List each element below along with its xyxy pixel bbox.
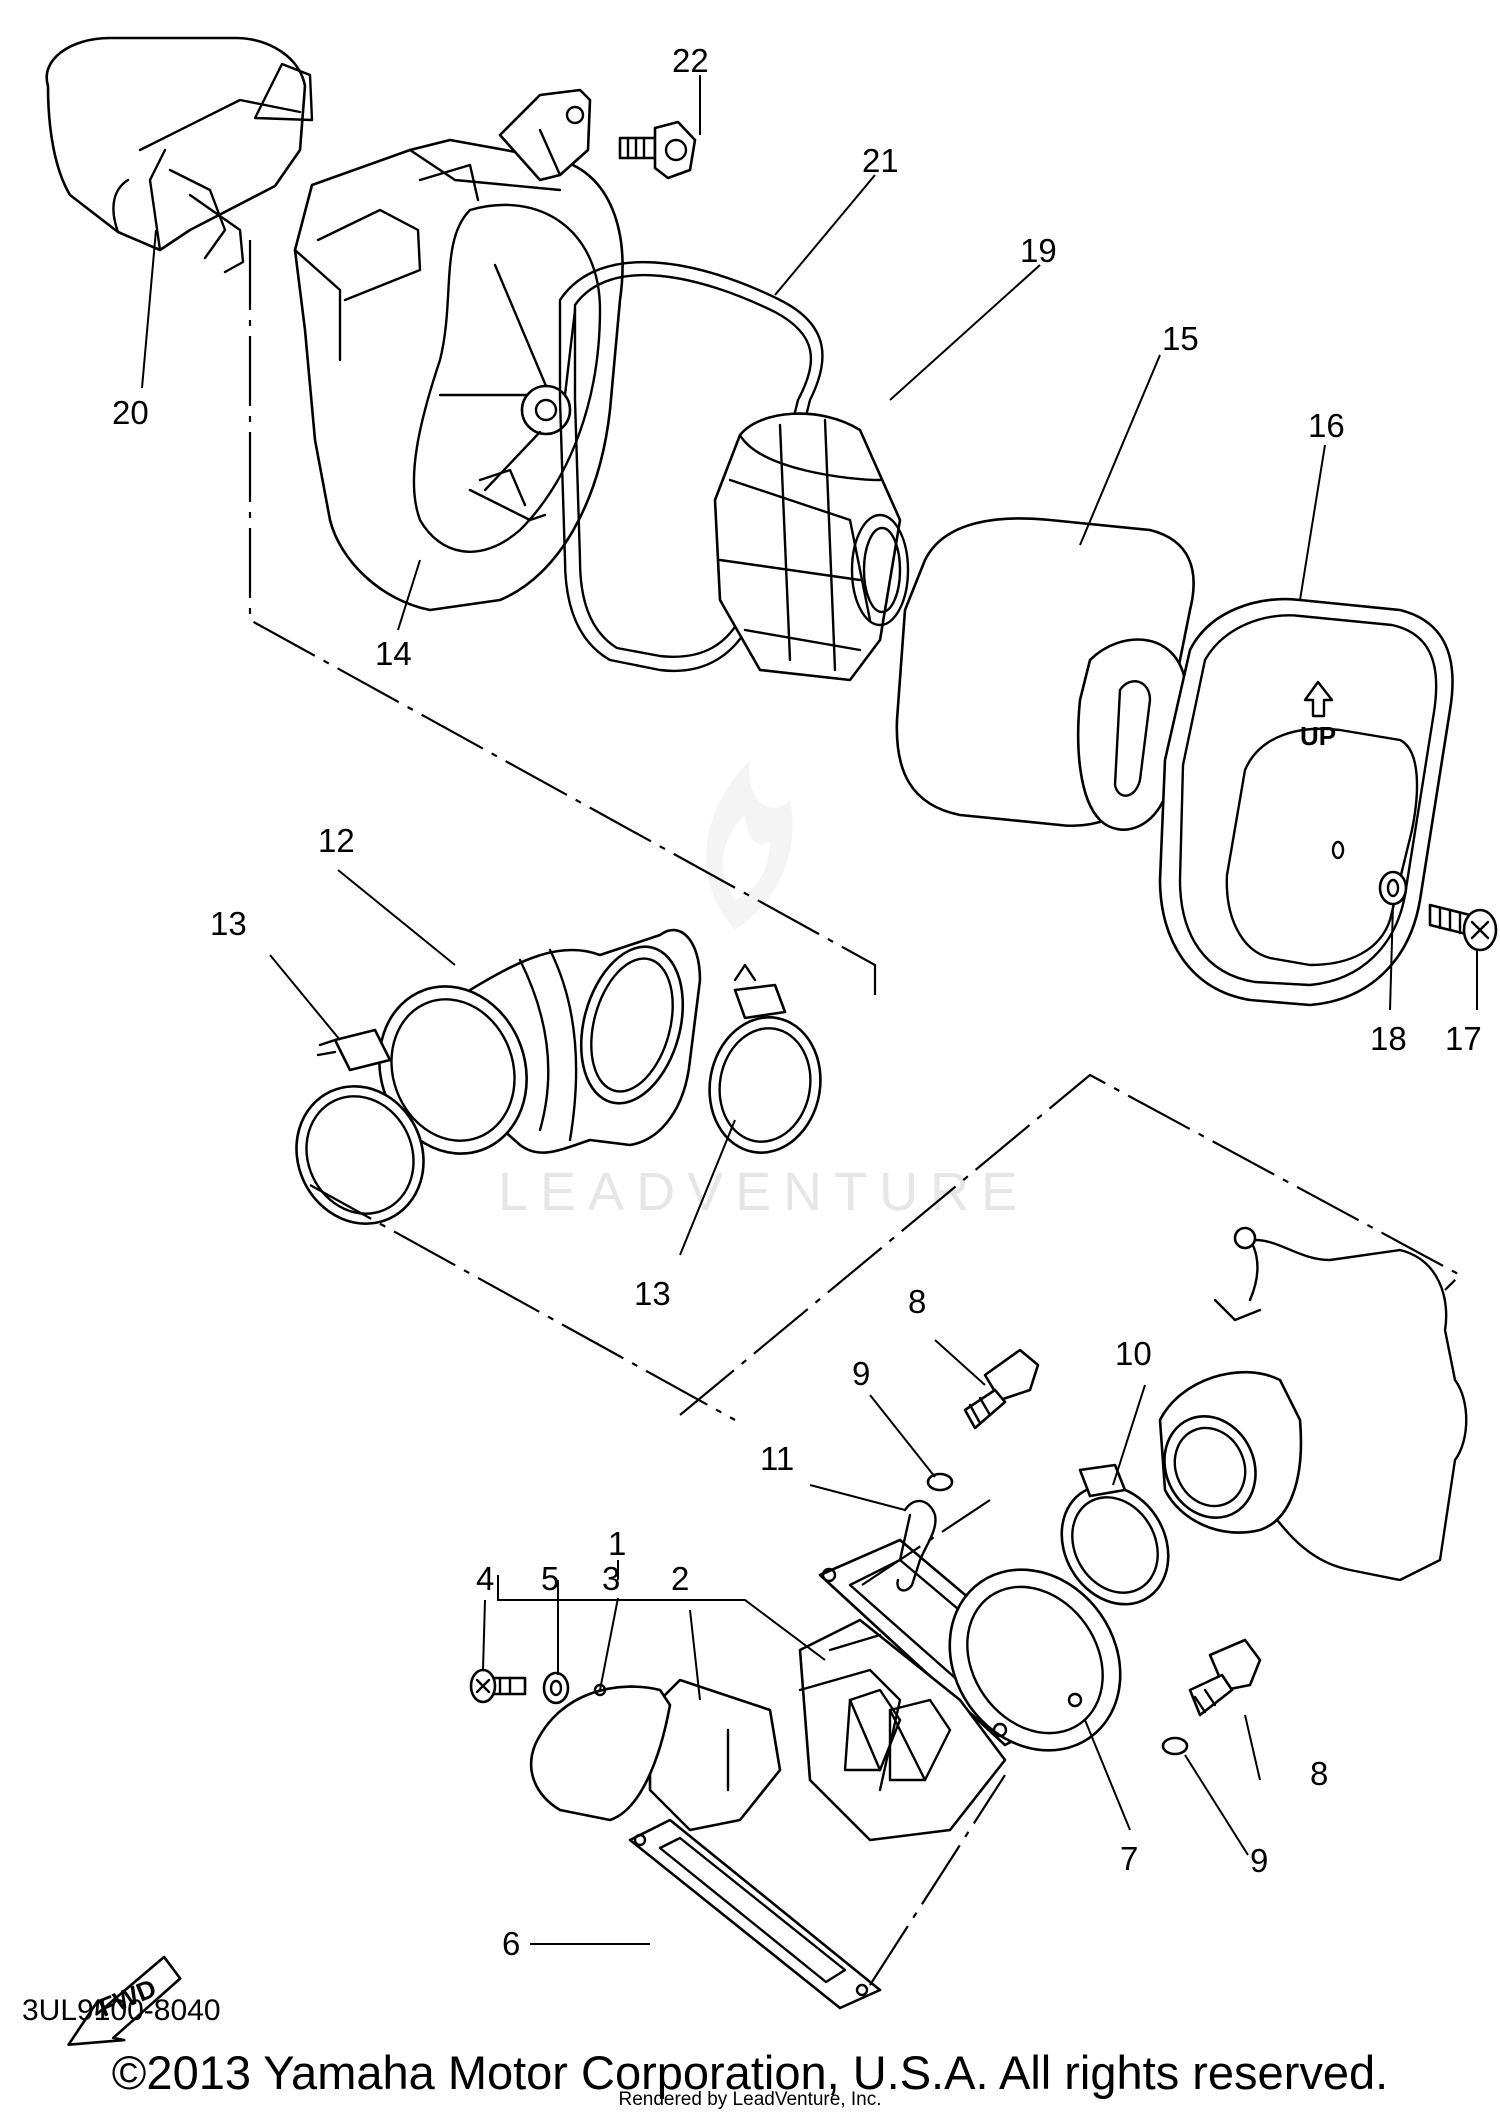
part-4-screw (469, 1668, 527, 1704)
copyright-notice: ©2013 Yamaha Motor Corporation, U.S.A. A… (111, 2046, 1389, 2099)
callout-8-lower: 8 (1310, 1755, 1328, 1792)
part-18-washer (1378, 870, 1408, 906)
assembly-line-reed (861, 1499, 991, 1586)
callout-9-upper: 9 (852, 1355, 870, 1392)
part-2-reed-petal (648, 1678, 782, 1832)
callout-12: 12 (318, 822, 355, 859)
part-1-reed-valve-assy (798, 1618, 1007, 1842)
part-8-bolt-lower (1188, 1638, 1262, 1717)
part-17-screw (1428, 903, 1498, 952)
callout-20: 20 (112, 394, 149, 431)
callout-17: 17 (1445, 1020, 1482, 1057)
part-15-filter-element (895, 517, 1195, 831)
part-13-clamp-left (295, 1028, 425, 1225)
part-19-filter-guide (713, 412, 910, 682)
part-8-bolt-upper (963, 1348, 1040, 1430)
watermark-logo (706, 760, 793, 930)
callout-22: 22 (672, 42, 709, 79)
part-3-reed-stopper (529, 1683, 672, 1822)
callout-21: 21 (862, 142, 899, 179)
callout-16: 16 (1308, 407, 1345, 444)
assembly-line-carb-to-joint (679, 1073, 1462, 1416)
part-20-air-duct (45, 36, 314, 274)
part-21-gasket (558, 260, 824, 672)
fwd-arrow-icon (67, 1955, 182, 2046)
part-5-washer (542, 1671, 570, 1705)
callout-4: 4 (476, 1560, 494, 1597)
callout-6: 6 (502, 1925, 520, 1962)
callout-13-right: 13 (634, 1275, 671, 1312)
watermark-text: LEADVENTURE (498, 1162, 1029, 1222)
callout-15: 15 (1162, 320, 1199, 357)
callout-8-upper: 8 (908, 1283, 926, 1320)
part-12-joint (378, 928, 702, 1155)
part-10-clamp (1060, 1463, 1170, 1606)
callout-3: 3 (602, 1560, 620, 1597)
callout-19: 19 (1020, 232, 1057, 269)
part-7-reed-valve-body (818, 1538, 1122, 1752)
carburetor-outline (1158, 1226, 1468, 1582)
callout-10: 10 (1115, 1335, 1152, 1372)
callout-2: 2 (671, 1560, 689, 1597)
assembly-line-airbox-to-joint (248, 240, 877, 995)
callout-9-lower: 9 (1250, 1842, 1268, 1879)
callout-13-left: 13 (210, 905, 247, 942)
callout-leaders (141, 75, 1478, 1945)
callout-14: 14 (375, 635, 412, 672)
callout-7: 7 (1120, 1840, 1138, 1877)
part-13-clamp-right (708, 963, 822, 1154)
part-9-washer-lower (1161, 1736, 1189, 1756)
callout-11: 11 (760, 1440, 794, 1477)
up-label: UP (1300, 721, 1336, 751)
callout-18: 18 (1370, 1020, 1407, 1057)
part-6-gasket (628, 1818, 882, 2010)
callout-1: 1 (608, 1525, 626, 1562)
part-14-air-case (293, 138, 624, 612)
assembly-line-clamp-to-intake (309, 1184, 736, 1421)
part-16-cover: UP (1158, 597, 1454, 1007)
callout-5: 5 (541, 1560, 559, 1597)
part-code: 3UL9100-8040 (22, 1994, 221, 2027)
part-22-bolt (498, 88, 697, 182)
rendered-by-notice: Rendered by LeadVenture, Inc. (618, 2089, 882, 2110)
assembly-line-gasket (869, 1774, 1006, 1986)
part-9-washer-upper (926, 1472, 954, 1492)
